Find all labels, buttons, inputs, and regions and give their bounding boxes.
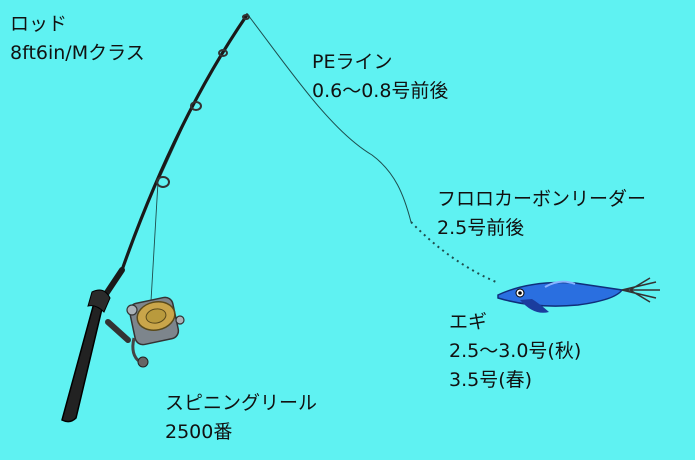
- leader-spec: 2.5号前後: [437, 217, 525, 239]
- pe-line-spec: 0.6～0.8号前後: [312, 80, 449, 102]
- spinning-reel: [105, 296, 185, 368]
- egi-spec-spring: 3.5号(春): [449, 369, 533, 391]
- rod-label: ロッド 8ft6in/Mクラス: [10, 10, 145, 68]
- egi-lure: [497, 277, 660, 313]
- rod-blank: [120, 13, 249, 272]
- pe-line-label: PEライン 0.6～0.8号前後: [312, 48, 448, 106]
- reel-title: スピニングリール: [165, 392, 318, 414]
- rod-spec: 8ft6in/Mクラス: [10, 42, 145, 64]
- leader-label: フロロカーボンリーダー 2.5号前後: [437, 185, 646, 243]
- egi-label: エギ 2.5～3.0号(秋) 3.5号(春): [449, 308, 581, 395]
- rod-butt: [101, 267, 125, 300]
- rod-grip: [61, 290, 106, 423]
- pe-line-title: PEライン: [312, 51, 393, 73]
- rod-grip-front: [87, 289, 111, 313]
- egi-title: エギ: [449, 311, 488, 333]
- egi-spec-autumn: 2.5～3.0号(秋): [449, 340, 582, 362]
- leader-title: フロロカーボンリーダー: [437, 188, 647, 210]
- rod-title: ロッド: [10, 13, 68, 35]
- reel-spec: 2500番: [165, 421, 233, 443]
- pe-line: [247, 14, 412, 223]
- reel-label: スピニングリール 2500番: [165, 389, 317, 447]
